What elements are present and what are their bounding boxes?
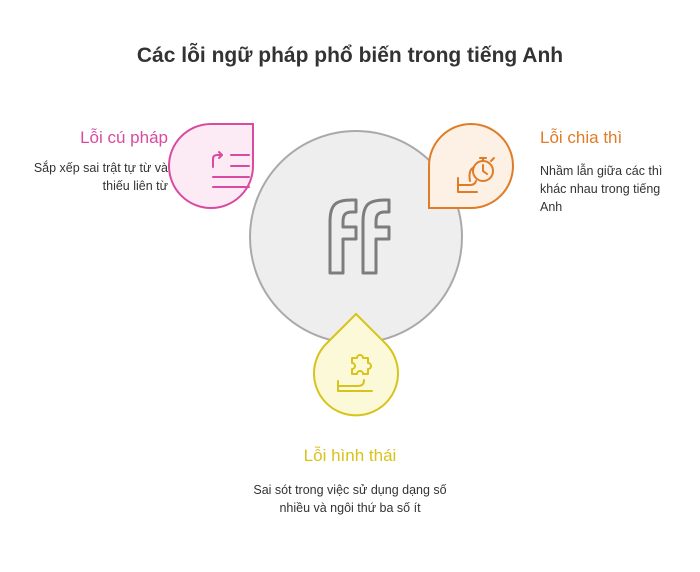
tense-error-heading: Lỗi chia thì	[540, 128, 623, 147]
hand-puzzle-icon	[337, 354, 373, 392]
ff-logo-icon	[328, 198, 391, 275]
tense-error-description: Nhầm lẫn giữa các thì khác nhau trong ti…	[540, 164, 663, 214]
diagram-title: Các lỗi ngữ pháp phổ biến trong tiếng An…	[136, 44, 564, 67]
morphology-error-description: Sai sót trong việc sử dụng dạng số nhiều…	[253, 483, 447, 515]
morphology-error-heading: Lỗi hình thái	[303, 446, 397, 465]
syntax-error-description: Sắp xếp sai trật tự từ và thiếu liên từ	[33, 161, 168, 193]
morphology-drop-shape	[313, 312, 399, 417]
indented-list-icon	[212, 151, 250, 188]
tense-drop-shape	[428, 123, 514, 209]
syntax-error-heading: Lỗi cú pháp	[80, 128, 168, 147]
hand-stopwatch-icon	[457, 157, 495, 193]
